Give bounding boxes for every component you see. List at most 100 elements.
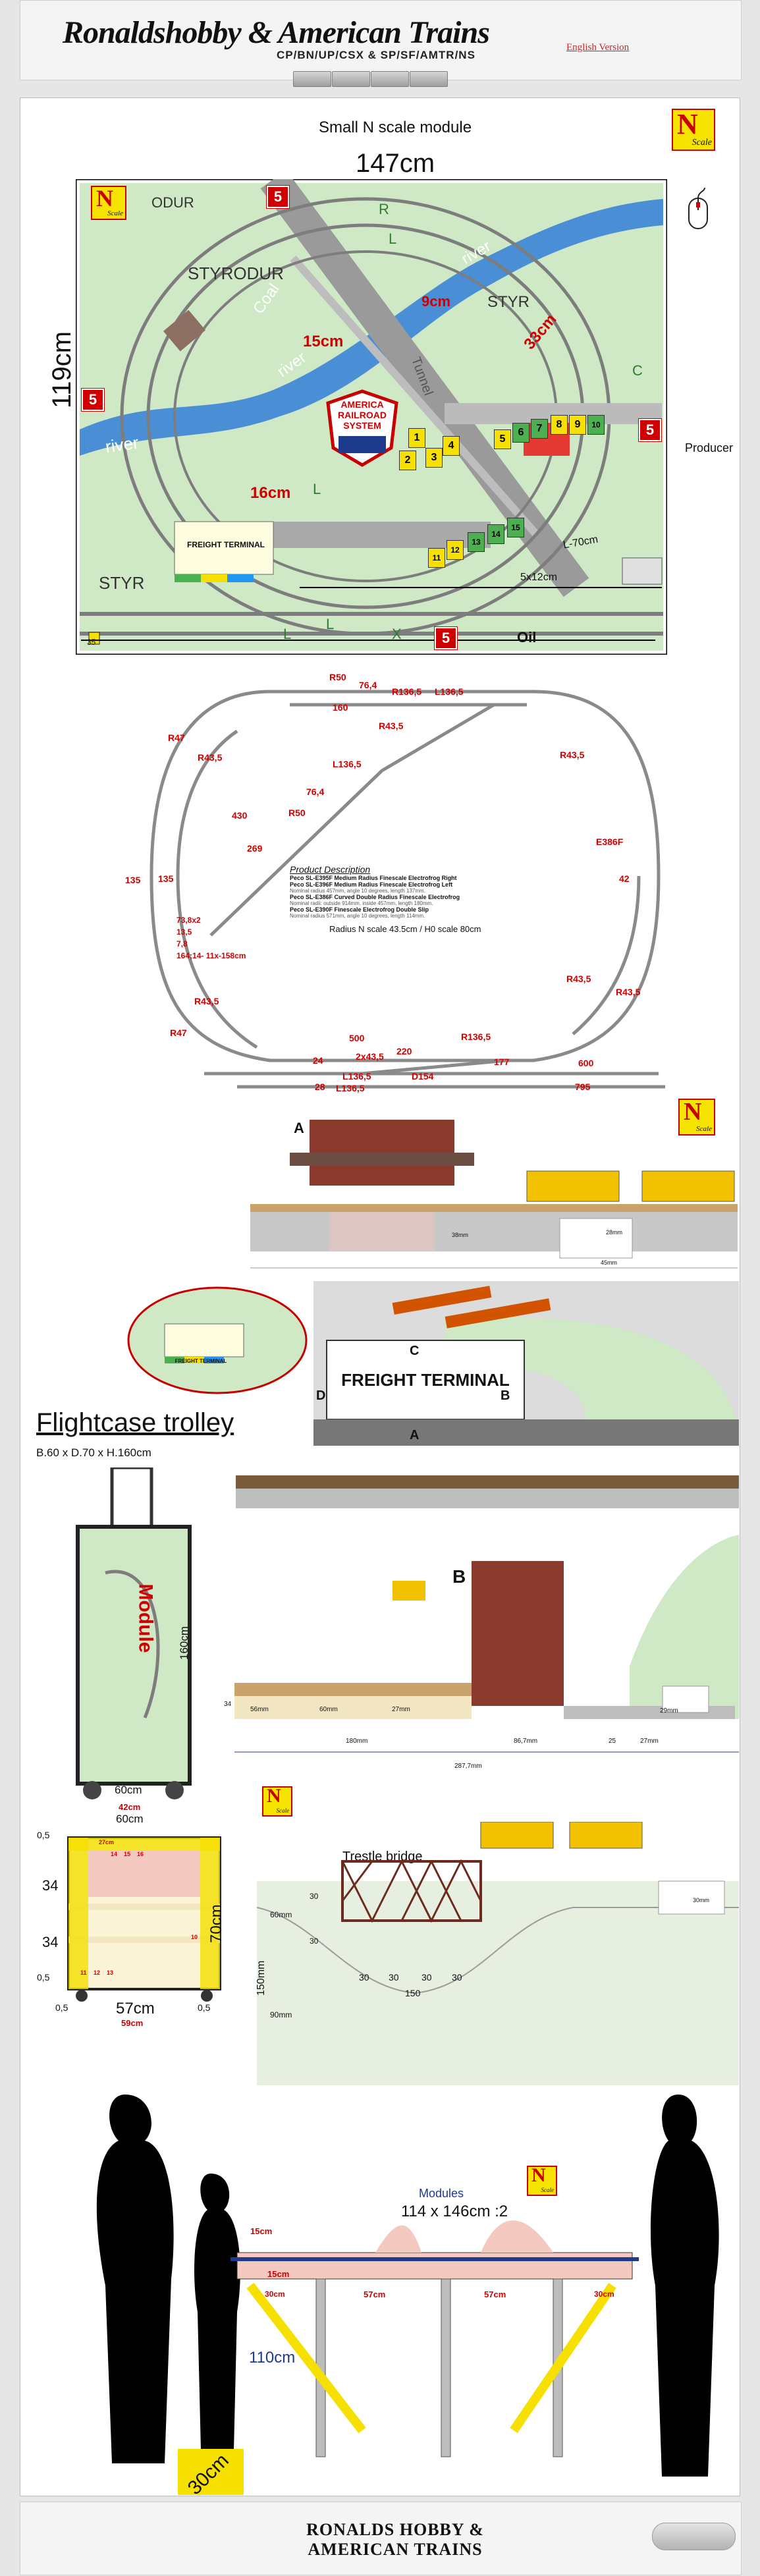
tp-label-r50: R50 [329, 672, 346, 682]
tp-label-r47-top: R47 [168, 732, 185, 743]
cabinet-shelf-b: 34 [42, 1934, 59, 1950]
section-marker-bottom: 5 [435, 627, 457, 649]
track-letter-c: C [632, 362, 643, 379]
footer-button[interactable] [652, 2523, 736, 2550]
cabinet-corner-b: 0,5 [198, 2002, 211, 2013]
tp-label-430: 430 [232, 810, 248, 821]
cabinet-bottom-dim: 57cm [116, 2000, 155, 2017]
side-view-b-diagram [234, 1535, 739, 1753]
svb-dim-34: 34 [224, 1701, 232, 1708]
cabinet-tiny-13: 13 [107, 1969, 114, 1976]
freight-terminal-map-label: FREIGHT TERMINAL [187, 540, 265, 549]
tp-label-24: 24 [313, 1055, 323, 1066]
footer-line-1: RONALDS HOBBY & [306, 2520, 484, 2539]
terminal-letter-b: B [501, 1388, 510, 1403]
tp-label-220: 220 [396, 1046, 412, 1056]
freight-terminal-view [313, 1281, 739, 1446]
tp-label-795: 795 [575, 1082, 591, 1092]
fv-dim-28: 28mm [606, 1229, 623, 1236]
fv-dim-38: 38mm [452, 1232, 469, 1238]
tp-label-r43-inner: R43,5 [379, 721, 404, 731]
svb-dim-29: 29mm [660, 1707, 678, 1714]
town-label-styr-left: STYR [99, 573, 145, 593]
tp-label-l136-top: L136,5 [435, 686, 464, 697]
track-letter-x: X [392, 626, 402, 642]
tp-label-600: 600 [578, 1058, 594, 1068]
trestle-dim-30mm: 30mm [693, 1897, 710, 1904]
people-modules-diagram [96, 2095, 719, 2495]
mouse-icon [688, 188, 708, 229]
town-label-styrodur: STYRODUR [188, 263, 284, 283]
tp-label-135-b: 135 [158, 873, 174, 884]
svb-dim-56: 56mm [250, 1706, 269, 1713]
tp-label-e386f: E386F [596, 836, 624, 847]
tp-label-500: 500 [349, 1033, 365, 1043]
trestle-dim-30a: 30 [310, 1892, 319, 1901]
track-letter-l4: L [283, 626, 292, 642]
cabinet-tiny-11: 11 [80, 1969, 87, 1976]
tp-label-r43-bl: R43,5 [194, 996, 219, 1006]
module-width: 147cm [355, 149, 435, 178]
tp-label-76-4-mid: 76,4 [306, 786, 325, 797]
trolley-width: 60cm [115, 1784, 142, 1796]
nav-button-2[interactable] [332, 71, 370, 87]
terminal-platform-strip [236, 1475, 739, 1508]
flightcase-trolley-illustration [76, 1467, 192, 1799]
footer-line-2: AMERICAN TRAINS [308, 2540, 483, 2559]
nav-button-1[interactable] [293, 71, 331, 87]
nav-button-3[interactable] [371, 71, 409, 87]
cabinet-top-outer: 0,5 [37, 1830, 50, 1840]
english-version-link[interactable]: English Version [566, 42, 630, 53]
trestle-dim-30c: 30 [359, 1972, 369, 1983]
nav-button-4[interactable] [410, 71, 448, 87]
module-height: 119cm [47, 331, 76, 408]
oil-label: Oil [517, 629, 537, 645]
tp-label-28: 28 [315, 1082, 325, 1092]
town-label-styr-right: STYR [487, 293, 530, 311]
tp-label-73-8: 73,8x2 [176, 916, 201, 925]
cabinet-diagram [67, 1836, 221, 2002]
terminal-inset-view [127, 1286, 308, 1394]
tp-label-r136-top: R136,5 [392, 686, 422, 697]
track-letter-l3: L [326, 616, 335, 632]
svb-dim-287-7: 287,7mm [454, 1763, 482, 1770]
tp-label-164: 164;14- 11x-158cm [176, 951, 246, 960]
size-label: 5x12cm [520, 572, 558, 583]
product-description: Product Description Peco SL-E395F Medium… [290, 864, 481, 934]
terminal-letter-d: D [316, 1388, 326, 1403]
svb-dim-27a: 27mm [392, 1706, 410, 1713]
dim-9cm: 9cm [421, 293, 451, 310]
tp-label-l136-b1: L136,5 [342, 1071, 371, 1082]
terminal-letter-c: C [410, 1344, 420, 1358]
site-footer [20, 2502, 742, 2575]
town-label-odur: ODUR [151, 194, 194, 211]
cabinet-top-red: 42cm [119, 1802, 141, 1812]
svb-dim-86-7: 86,7mm [514, 1738, 538, 1745]
tp-label-r43-left: R43,5 [198, 752, 223, 763]
track-plan-diagram [149, 690, 665, 1089]
tp-label-l136-b2: L136,5 [336, 1083, 365, 1093]
people-dim-57a: 57cm [364, 2289, 386, 2299]
section-marker-top: 5 [267, 186, 289, 208]
trolley-height: 160cm [178, 1626, 190, 1660]
people-dim-110: 110cm [249, 2349, 296, 2367]
people-dim-57b: 57cm [484, 2289, 506, 2299]
fv-dim-45: 45mm [601, 1259, 618, 1266]
trestle-dim-150mm: 150mm [256, 1960, 267, 1996]
tp-label-d154: D154 [412, 1071, 434, 1082]
dim-15cm: 15cm [303, 333, 344, 350]
svb-dim-27b: 27mm [640, 1738, 659, 1745]
tp-label-r136-bottom: R136,5 [461, 1031, 491, 1042]
cabinet-tiny-15: 15 [124, 1851, 131, 1857]
cabinet-tiny-12: 12 [94, 1969, 101, 1976]
tp-label-76-4-top: 76,4 [359, 680, 377, 690]
nav-bar [293, 71, 448, 88]
tp-label-177: 177 [494, 1056, 510, 1067]
people-dim-30a: 30cm [265, 2289, 285, 2299]
cabinet-top-dim: 60cm [116, 1813, 144, 1825]
